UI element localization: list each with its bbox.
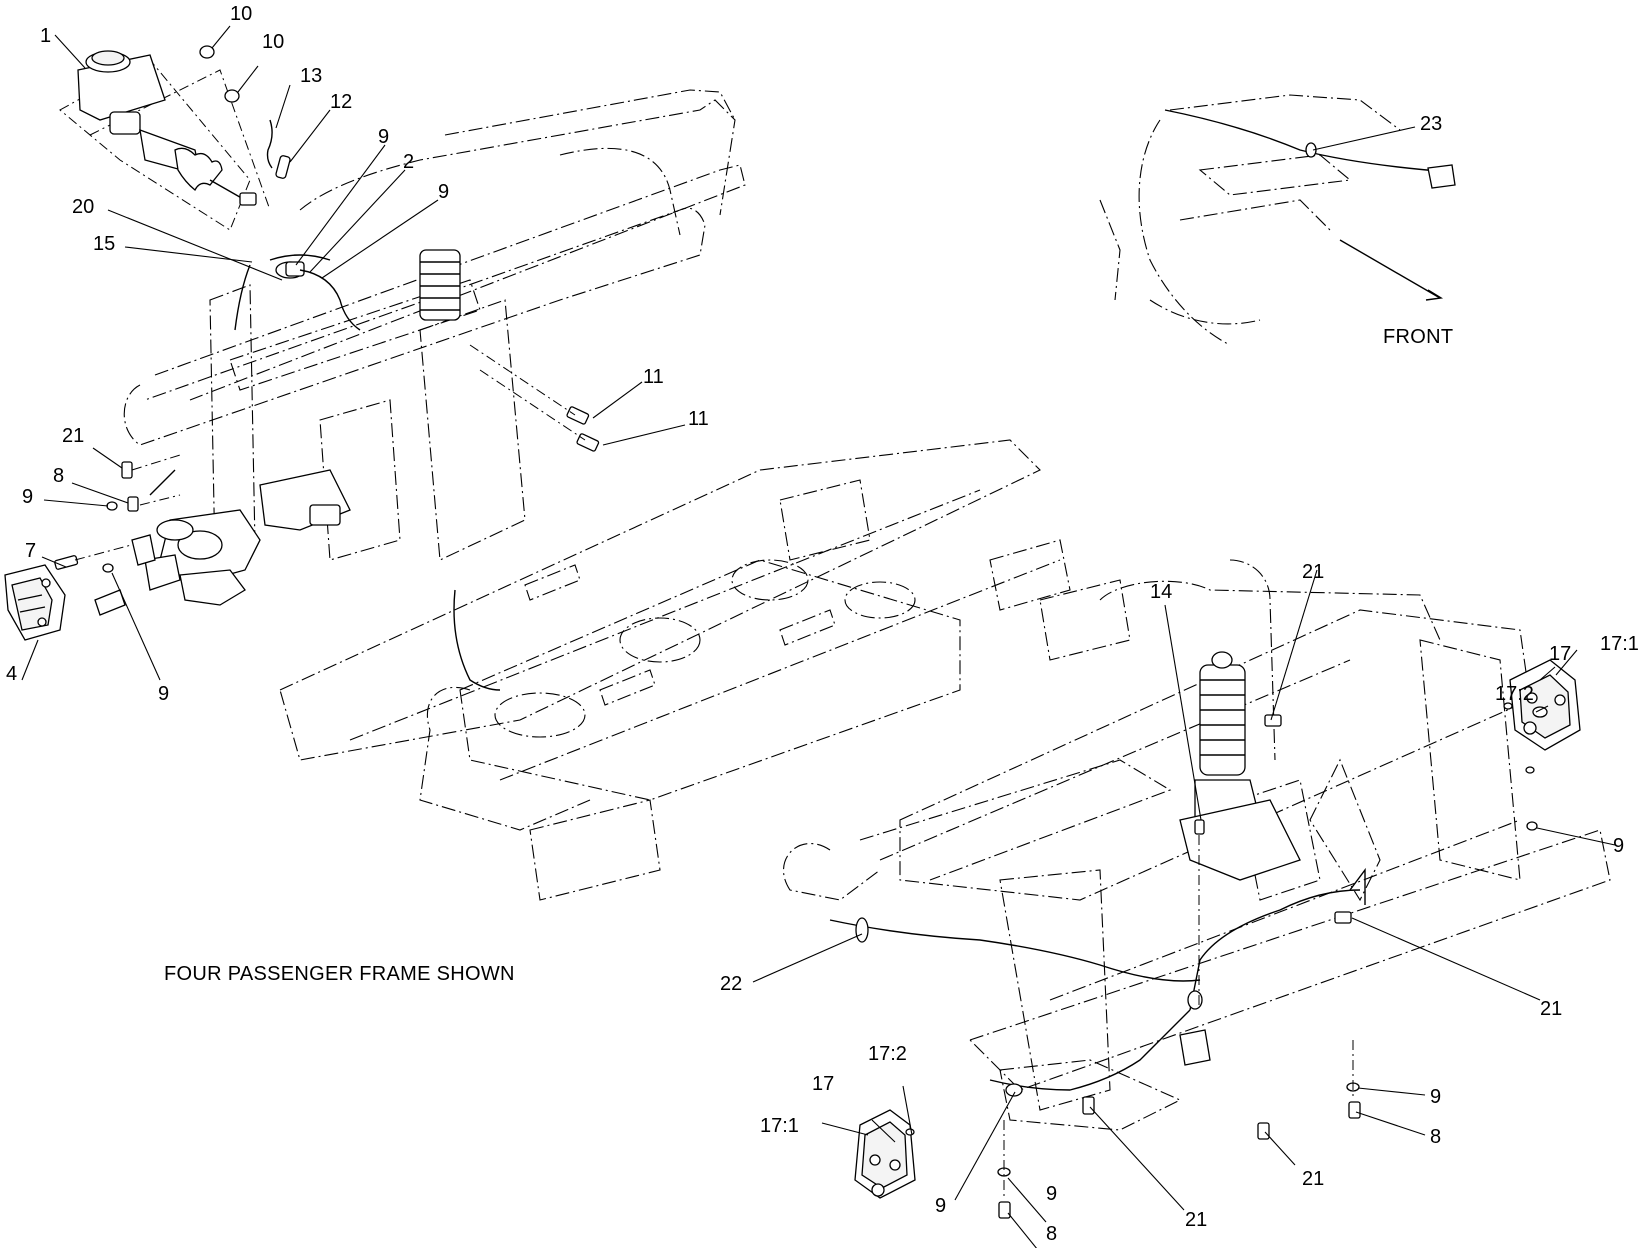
callout-17-2: 17:2 [1495, 683, 1534, 705]
callout-2: 2 [403, 151, 414, 173]
master-cylinder-assembly [59, 45, 361, 331]
callout-21: 21 [1185, 1209, 1207, 1231]
callout-8: 8 [1430, 1126, 1441, 1148]
callout-9: 9 [438, 181, 449, 203]
rear-fasteners [997, 714, 1538, 1219]
callout-9: 9 [1046, 1183, 1057, 1205]
callout-17-2: 17:2 [868, 1043, 907, 1065]
callout-8: 8 [53, 465, 64, 487]
callout-10: 10 [262, 31, 284, 53]
callout-9: 9 [378, 126, 389, 148]
callout-1: 1 [40, 25, 51, 47]
callout-20: 20 [72, 196, 94, 218]
callout-21: 21 [62, 425, 84, 447]
callout-11: 11 [688, 408, 709, 430]
callout-7: 7 [25, 540, 36, 562]
front-brake-caliper [4, 454, 181, 641]
frame-shown-label: FOUR PASSENGER FRAME SHOWN [164, 963, 515, 985]
callout-21: 21 [1302, 561, 1324, 583]
rear-left-caliper [854, 1109, 916, 1199]
callout-17-1: 17:1 [1600, 633, 1639, 655]
callout-12: 12 [330, 91, 352, 113]
front-suspension [144, 249, 461, 606]
front-coil-spring [419, 249, 461, 321]
front-label: FRONT [1383, 326, 1453, 348]
callout-leaders [21, 25, 1616, 1248]
callout-17-1: 17:1 [760, 1115, 799, 1137]
callout-8: 8 [1046, 1223, 1057, 1245]
callout-9: 9 [1613, 835, 1624, 857]
callout-9: 9 [935, 1195, 946, 1217]
front-direction-arrow [1339, 239, 1441, 299]
callout-9: 9 [22, 486, 33, 508]
callout-11: 11 [643, 366, 664, 388]
callout-17: 17 [1549, 643, 1571, 665]
rear-coil-shock [1179, 651, 1301, 881]
callout-labels: 1 10 10 13 12 9 2 9 20 15 11 11 21 8 9 7… [6, 3, 1639, 1245]
bolts-11 [469, 344, 600, 452]
callout-22: 22 [720, 973, 742, 995]
callout-9: 9 [158, 683, 169, 705]
front-view-inset [1099, 94, 1456, 346]
callout-23: 23 [1420, 113, 1442, 135]
callout-10: 10 [230, 3, 252, 25]
callout-4: 4 [6, 663, 17, 685]
callout-14: 14 [1150, 581, 1172, 603]
callout-17: 17 [812, 1073, 834, 1095]
callout-9: 9 [1430, 1086, 1441, 1108]
rear-brake-lines [829, 819, 1366, 1097]
callout-13: 13 [300, 65, 322, 87]
rear-right-caliper [1503, 659, 1581, 774]
vehicle-frame [123, 89, 1611, 1131]
callout-21: 21 [1302, 1168, 1324, 1190]
callout-15: 15 [93, 233, 115, 255]
callout-21: 21 [1540, 998, 1562, 1020]
front-brake-line [149, 469, 501, 691]
